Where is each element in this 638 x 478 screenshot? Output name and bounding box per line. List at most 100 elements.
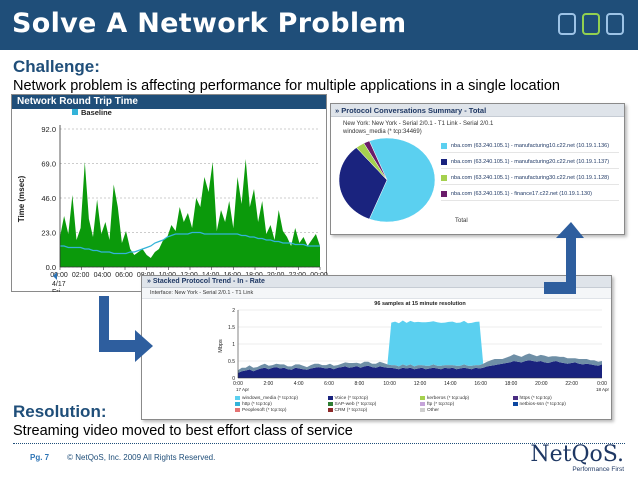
spt-ytick-label: 1: [232, 342, 235, 348]
pcs-legend-swatch: [441, 190, 447, 197]
resolution-heading: Resolution:: [13, 402, 107, 421]
pcs-chart-panel: » Protocol Conversations Summary - Total…: [330, 103, 625, 235]
spt-legend-swatch: [420, 396, 425, 400]
spt-legend-label: SAP-web (* tcp:tcp): [334, 401, 377, 407]
pcs-legend-swatch: [441, 142, 447, 149]
pcs-legend-label: nba.com (63.240.105.1) - manufacturing20…: [451, 158, 610, 165]
pie-slice: [363, 140, 388, 181]
collapse-arrow-icon[interactable]: »: [335, 106, 342, 115]
rtt-ytick-label: 69.0: [41, 160, 56, 169]
spt-ytick-label: 0: [232, 376, 235, 382]
pcs-legend-swatch: [441, 158, 447, 165]
spt-legend-swatch: [420, 402, 425, 406]
spt-legend-swatch: [327, 408, 333, 412]
spt-xtick-label: 14:00: [444, 381, 457, 387]
decorative-boxes: [558, 13, 624, 35]
spt-legend-item: SAP-web (* tcp:tcp): [327, 401, 421, 407]
title-bar: Solve A Network Problem: [0, 0, 638, 50]
challenge-heading: Challenge:: [13, 57, 100, 76]
spt-xtick-label: 18:00: [505, 381, 518, 387]
spt-legend-label: windows_media (* tcp:tcp): [242, 395, 298, 401]
netqos-logo: NetQoS. Performance First: [530, 442, 624, 474]
spt-xtick-label: 6:00: [324, 381, 334, 387]
spt-legend-item: kerberos (* tcp:udp): [420, 395, 513, 401]
decor-box-icon: [582, 13, 600, 35]
spt-legend-item: http (* tcp:tcp): [235, 401, 328, 407]
collapse-arrow-icon[interactable]: »: [147, 278, 153, 285]
rtt-x-sublabel: 4/17: [52, 281, 66, 288]
copyright: © NetQoS, Inc. 2009 All Rights Reserved.: [67, 453, 216, 462]
pcs-legend-label: nba.com (63.240.105.1) - manufacturing10…: [451, 142, 610, 149]
pcs-legend-item: nba.com (63.240.105.1) - finance17.c22.n…: [441, 187, 619, 201]
rtt-ytick-label: 23.0: [41, 229, 56, 238]
spt-ytick-label: 1.5: [228, 325, 235, 331]
spt-xtick-label: 10:00: [383, 381, 396, 387]
decor-box-icon: [606, 13, 624, 35]
pcs-title-text: Protocol Conversations Summary - Total: [341, 106, 487, 115]
rtt-x-sublabel: Fri: [52, 289, 61, 292]
pcs-subtitle: New York: New York - Serial 2/0.1 - T1 L…: [331, 117, 624, 136]
spt-legend-label: Voice (* tcp:tcp): [334, 395, 369, 401]
logo-tagline: Performance First: [572, 466, 624, 473]
spt-legend-swatch: [512, 396, 518, 400]
arrow-down-right-icon: [99, 296, 153, 362]
pcs-legend-label: nba.com (63.240.105.1) - finance17.c22.n…: [451, 190, 592, 197]
spt-xtick-label: 2:00: [263, 381, 273, 387]
pcs-legend-label: nba.com (63.240.105.1) - manufacturing30…: [451, 174, 610, 181]
spt-xtick-label: 8:00: [354, 381, 364, 387]
footer: Pg. 7 © NetQoS, Inc. 2009 All Rights Rese…: [30, 453, 215, 462]
spt-xtick-label: 20:00: [535, 381, 548, 387]
rtt-xtick-label: 04:00: [94, 272, 112, 279]
rtt-series-area: [60, 159, 320, 267]
spt-xtick-label: 16:00: [474, 381, 487, 387]
pcs-total-label: Total: [455, 218, 468, 224]
spt-legend-label: CRM (* tcp:tcp): [334, 407, 368, 413]
spt-legend-swatch: [327, 402, 333, 406]
spt-title-text: Stacked Protocol Trend - In - Rate: [152, 278, 265, 285]
page-number: Pg. 7: [30, 453, 50, 462]
spt-xtick-label: 12:00: [414, 381, 427, 387]
pcs-legend-item: nba.com (63.240.105.1) - manufacturing30…: [441, 171, 619, 185]
spt-chart-title: » Stacked Protocol Trend - In - Rate: [142, 276, 611, 288]
spt-chart-panel: » Stacked Protocol Trend - In - Rate Int…: [141, 275, 612, 420]
pcs-subtitle-line: New York: New York - Serial 2/0.1 - T1 L…: [343, 121, 494, 127]
arrow-up-right-icon: [544, 222, 584, 294]
spt-xtick-label: 0:00: [597, 381, 607, 387]
spt-legend: windows_media (* tcp:tcp) Voice (* tcp:tc…: [235, 395, 605, 413]
spt-legend-item: netbios-ssn (* tcp:tcp): [512, 401, 606, 407]
footer-divider: [13, 443, 625, 444]
challenge-text: Network problem is affecting performance…: [13, 78, 560, 94]
spt-xtick-label: 22:00: [565, 381, 578, 387]
spt-subtitle: Interface: New York - Serial 2/0.1 - T1 …: [142, 288, 611, 299]
rtt-baseline-line: [60, 231, 320, 255]
spt-legend-label: ftp (* tcp:tcp): [427, 401, 455, 407]
logo-word: NetQoS.: [530, 442, 624, 467]
rtt-xtick-label: 06:00: [115, 272, 133, 279]
spt-legend-item: Other: [420, 407, 513, 413]
rtt-legend-label: Baseline: [81, 109, 112, 117]
spt-legend-label: Other: [427, 407, 439, 413]
spt-legend-label: netbios-ssn (* tcp:tcp): [519, 401, 566, 407]
rtt-xtick-label: 00:00: [50, 272, 68, 279]
pcs-subtitle-line: windows_media (* tcp:34469): [343, 129, 422, 135]
spt-legend-swatch: [235, 408, 240, 412]
rtt-xtick-label: 02:00: [72, 272, 90, 279]
rtt-chart-title: Network Round Trip Time: [12, 95, 326, 109]
decor-box-icon: [558, 13, 576, 35]
spt-legend-item: https (* tcp:tcp): [512, 395, 606, 401]
rtt-ytick-label: 92.0: [41, 125, 56, 134]
resolution-text: Streaming video moved to best effort cla…: [13, 423, 353, 439]
spt-legend-swatch: [235, 402, 240, 406]
spt-legend-label: Peoplesoft (* tcp:tcp): [242, 407, 287, 413]
spt-xtick-label: 4:00: [294, 381, 304, 387]
pcs-legend-swatch: [441, 174, 447, 181]
spt-xtick-label: 0:00: [233, 381, 243, 387]
scroll-left-icon[interactable]: [53, 272, 57, 280]
pcs-chart-title: » Protocol Conversations Summary - Total: [331, 104, 624, 117]
spt-inner-title: 96 samples at 15 minute resolution: [374, 301, 466, 307]
pie-slice: [368, 137, 436, 223]
spt-legend-item: windows_media (* tcp:tcp): [235, 395, 328, 401]
spt-ytick-label: 0.5: [228, 359, 235, 365]
spt-legend-swatch: [327, 396, 333, 400]
